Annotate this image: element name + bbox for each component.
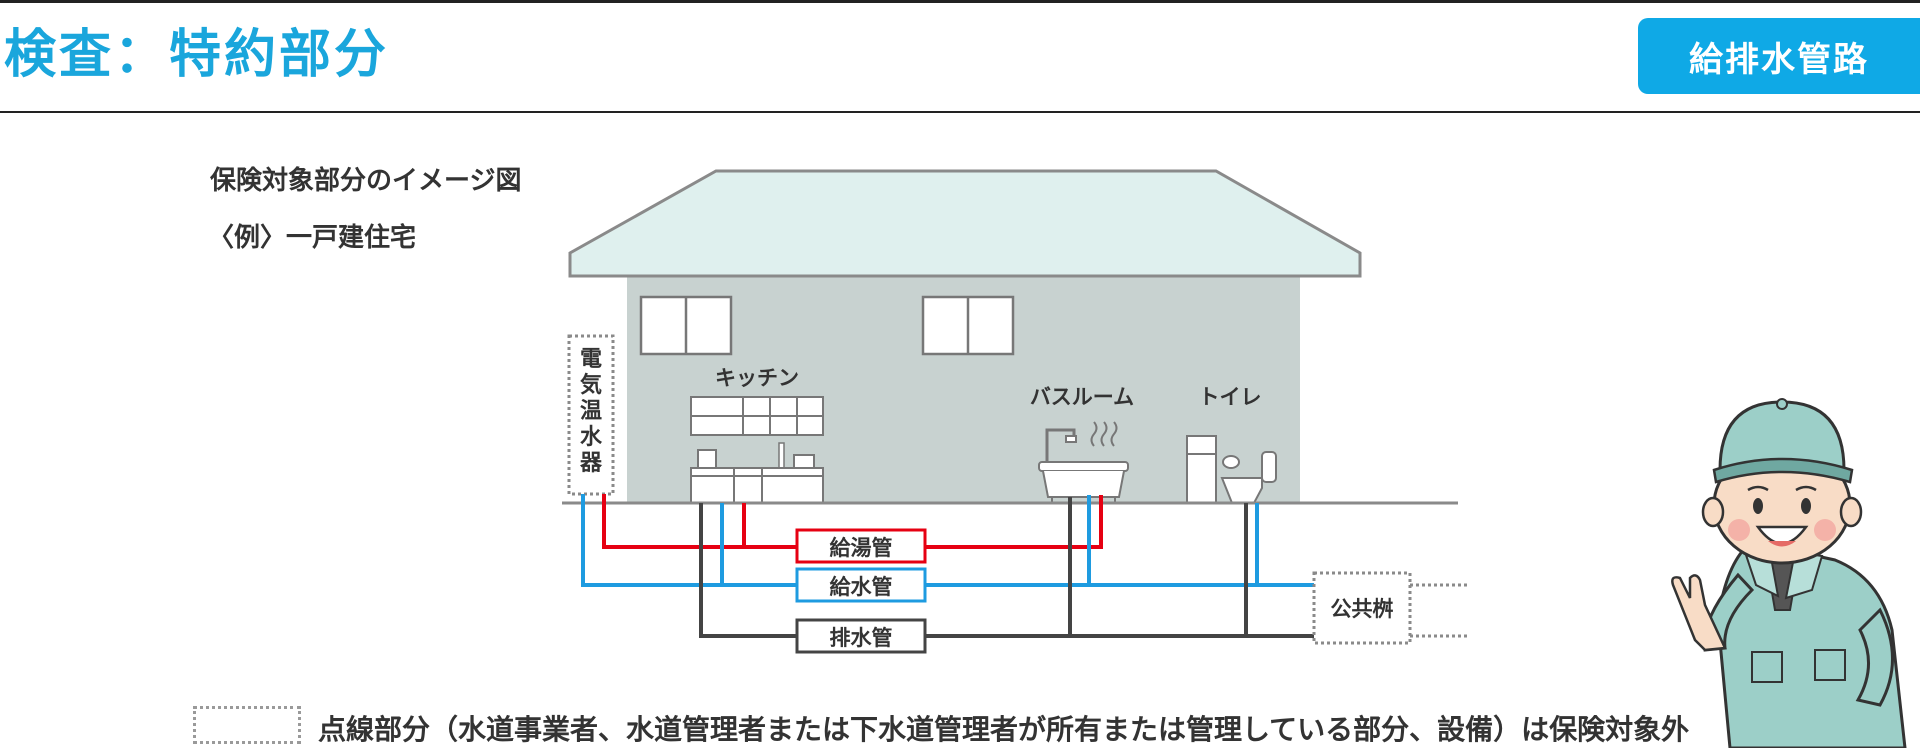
water-heater-char: 器 [579, 451, 603, 476]
water-heater-char: 温 [580, 399, 602, 424]
example-label: 〈例〉一戸建住宅 [208, 223, 417, 253]
water-heater-char: 気 [580, 372, 602, 398]
hot-water-pipe-label-box [795, 528, 927, 564]
water-supply-pipe [581, 494, 1314, 587]
public-basin-box [1312, 571, 1412, 645]
window-right [921, 295, 1015, 356]
header-rule [0, 111, 1920, 113]
bathtub [1038, 421, 1129, 503]
page-title: 検査：特約部分 [4, 25, 390, 85]
public-basin-label: 公共桝 [1331, 597, 1394, 621]
toilet-label: トイレ [1199, 385, 1262, 409]
diagram-caption: 保険対象部分のイメージ図 [210, 166, 522, 196]
kitchen-counter [690, 442, 824, 504]
legend-note: 点線部分（水道事業者、水道管理者または下水道管理者が所有または管理している部分、… [318, 713, 1690, 746]
water-supply-pipe-label: 給水管 [830, 575, 893, 599]
kitchen-cabinet-upper [690, 396, 824, 436]
window-left [639, 295, 733, 356]
drain-pipe-label-box [795, 618, 927, 654]
top-rule [0, 0, 1920, 3]
kitchen-label: キッチン [715, 366, 799, 390]
water-heater-char: 電 [580, 347, 602, 372]
hot-water-pipe-label: 給湯管 [830, 536, 893, 560]
water-heater-label: 電 気 温 水 器 [579, 347, 603, 476]
worker-mascot [1671, 398, 1907, 748]
drain-pipe [699, 503, 1314, 638]
legend-dotted-swatch [193, 706, 301, 744]
bathroom-label: バスルーム [1030, 385, 1134, 409]
water-heater-box [567, 334, 615, 496]
drain-pipe-label: 排水管 [830, 626, 893, 650]
category-badge: 給排水管路 [1638, 18, 1920, 94]
water-supply-pipe-label-box [795, 567, 927, 603]
water-heater-char: 水 [580, 425, 603, 450]
house-roof [568, 169, 1362, 278]
